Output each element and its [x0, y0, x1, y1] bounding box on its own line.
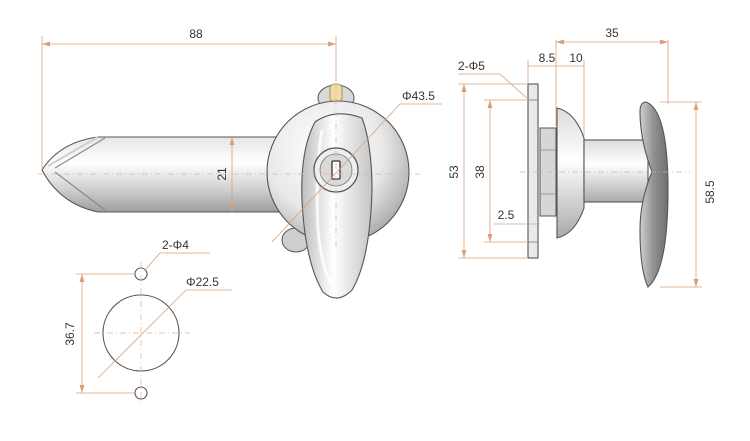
dim-38-label: 38	[473, 165, 487, 179]
dim-53-label: 53	[447, 165, 461, 179]
dim-38-arrow-top	[487, 100, 493, 108]
dim-53-arrow-bottom	[461, 250, 467, 258]
dim-58-5-arrow-top	[693, 102, 699, 110]
housing-boss	[556, 107, 585, 239]
handle-shaft	[583, 139, 649, 203]
dim-38-arrow-bottom	[487, 234, 493, 242]
dim-58-5-arrow-bottom	[693, 279, 699, 287]
lever-highlight	[315, 129, 334, 286]
dim-2phi5-leader	[499, 73, 530, 101]
front-view: 88 21 Φ43.5	[38, 27, 442, 299]
dim-35-arrow-right	[660, 39, 668, 45]
dim-phi22-label: Φ22.5	[186, 275, 219, 289]
dim-2-5-label: 2.5	[498, 208, 515, 222]
dim-35-label: 35	[605, 26, 619, 40]
dim-2phi5-label: 2-Φ5	[458, 59, 485, 73]
dim-8-5-label: 8.5	[539, 51, 556, 65]
dim-21-arrow-bottom	[229, 204, 235, 212]
dim-21-arrow-top	[229, 137, 235, 145]
dim-10-label: 10	[569, 51, 583, 65]
dim-21-label: 21	[215, 167, 229, 181]
dim-35-arrow-left	[556, 39, 564, 45]
dim-36-7-label: 36.7	[63, 322, 77, 346]
lever	[301, 113, 373, 299]
mounting-flange	[527, 83, 539, 259]
dim-36-7-arrow-top	[79, 274, 85, 282]
dim-53-arrow-top	[461, 84, 467, 92]
panel-cutout-view: 2-Φ4 Φ22.5 36.7	[63, 238, 232, 404]
dim-58-5-label: 58.5	[703, 180, 717, 204]
dim-88-label: 88	[189, 27, 203, 41]
cam-bar	[41, 136, 301, 213]
handle-grip	[639, 101, 669, 288]
cutout-diameter-leader	[97, 289, 187, 379]
dim-88-arrow-right	[328, 41, 336, 47]
cam-bar-bevel-bottom	[54, 171, 106, 211]
dim-2phi4-leader	[144, 252, 161, 271]
dim-88-arrow-left	[42, 41, 50, 47]
dim-36-7-arrow-bottom	[79, 385, 85, 393]
side-view: 2-Φ5 8.5 10 35 53 38 2.5	[447, 26, 717, 288]
diameter-leader	[271, 103, 401, 243]
cam-bar-bevel-top	[54, 137, 106, 169]
dim-phi43-label: Φ43.5	[402, 89, 435, 103]
cam-bar-bevel-top-2	[47, 136, 99, 167]
dim-2phi4-label: 2-Φ4	[162, 238, 189, 252]
